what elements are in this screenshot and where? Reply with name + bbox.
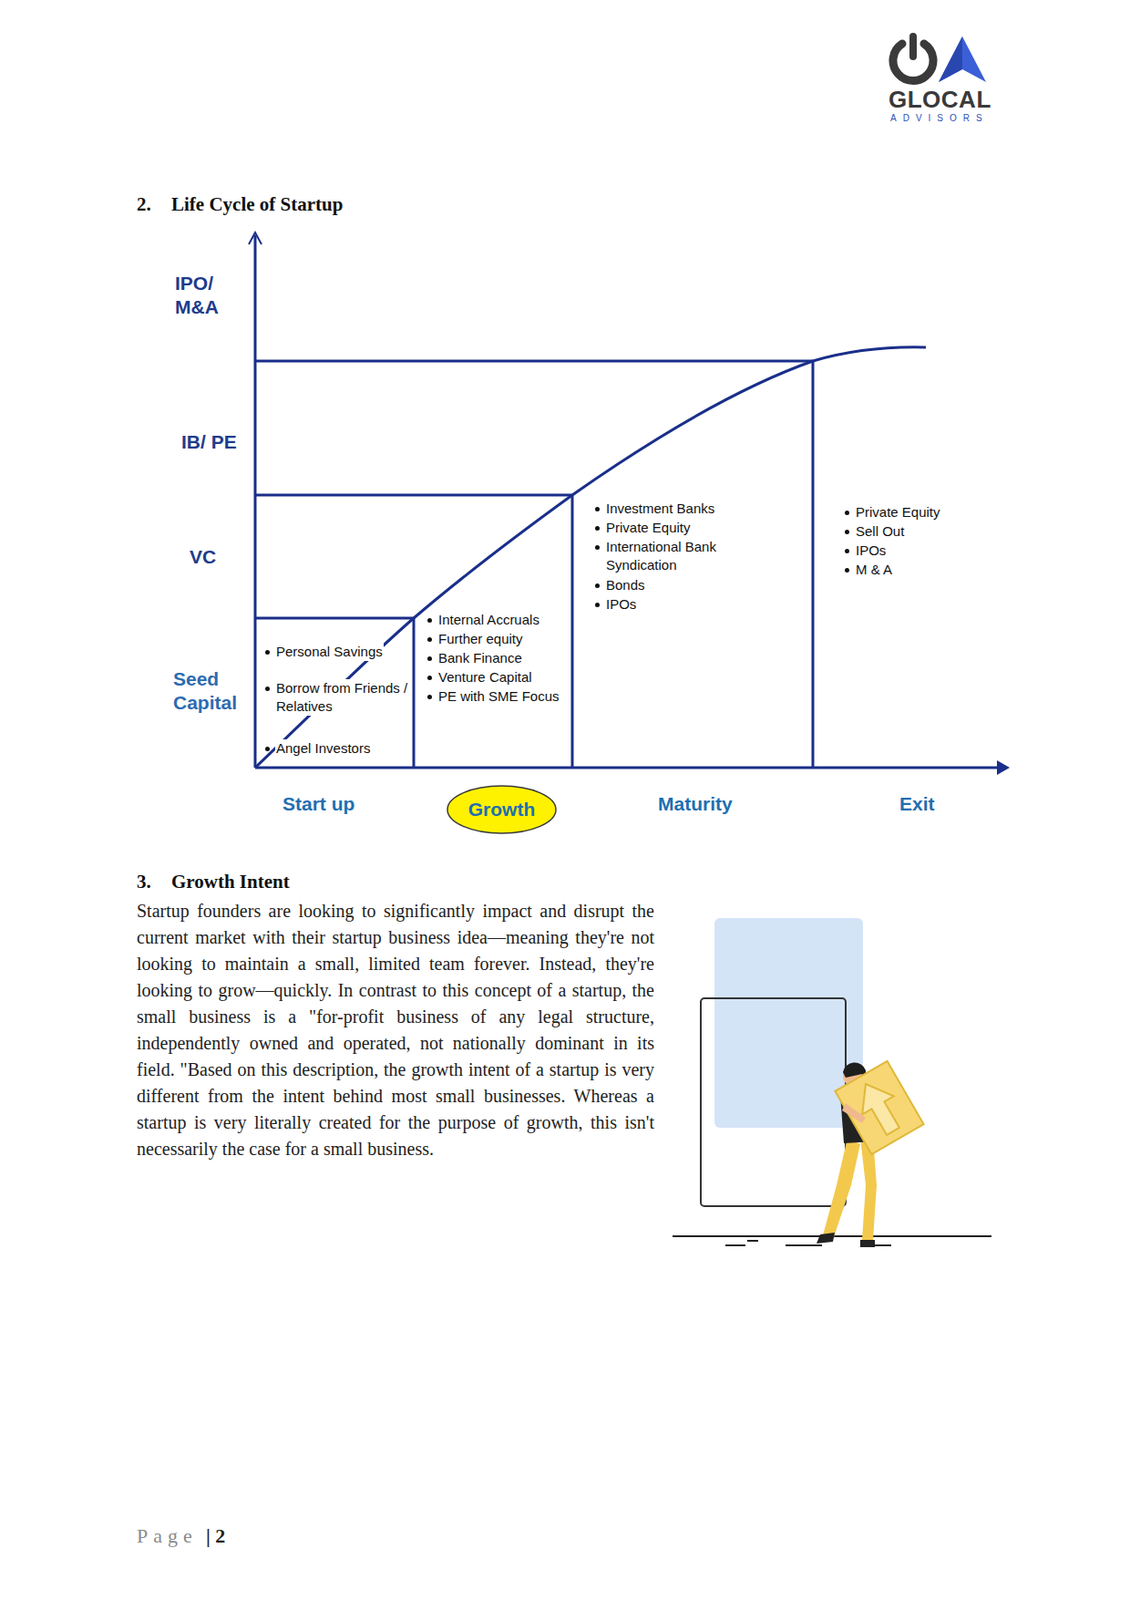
bullet-dot bbox=[427, 636, 432, 642]
list-item: Investment Banks bbox=[605, 499, 716, 518]
bullet-dot bbox=[595, 544, 600, 550]
list-item: International Bank Syndication bbox=[605, 537, 744, 575]
bullet-dot bbox=[427, 675, 432, 680]
stage-label: Maturity bbox=[657, 792, 733, 815]
logo-wordmark: GLOCAL bbox=[888, 85, 992, 114]
bullet-dot bbox=[265, 649, 270, 655]
list-item: Sell Out bbox=[854, 522, 905, 541]
list-item: IPOs bbox=[854, 541, 887, 560]
stage-label: Start up bbox=[282, 792, 355, 815]
stage-label: Exit bbox=[899, 792, 935, 815]
section-heading: Life Cycle of Startup bbox=[171, 193, 343, 216]
logo-mark bbox=[893, 36, 987, 83]
list-item: PE with SME Focus bbox=[437, 687, 561, 706]
bullet-dot bbox=[844, 510, 850, 515]
bullet-dot bbox=[595, 583, 600, 588]
axis-label: IPO/ M&A bbox=[174, 271, 232, 319]
bullet-dot bbox=[595, 525, 600, 531]
list-item: Private Equity bbox=[854, 503, 942, 522]
list-item: IPOs bbox=[605, 595, 637, 614]
bullet-dot bbox=[427, 656, 432, 661]
list-item: Venture Capital bbox=[437, 667, 534, 687]
page-label: Page bbox=[136, 1523, 198, 1548]
list-item: Angel Investors bbox=[275, 739, 371, 758]
section-number: 3. bbox=[136, 870, 152, 894]
illustration bbox=[672, 917, 992, 1247]
axis-label: VC bbox=[189, 544, 216, 569]
axis-label: IB/ PE bbox=[181, 430, 237, 454]
page-number: | 2 bbox=[205, 1523, 226, 1548]
bullet-dot bbox=[595, 602, 600, 607]
bullet-dot bbox=[265, 686, 270, 691]
list-item: Bank Finance bbox=[437, 648, 524, 668]
list-item: Bonds bbox=[605, 575, 647, 595]
section-number: 2. bbox=[136, 193, 152, 216]
bullet-dot bbox=[844, 529, 850, 535]
body-paragraph: Startup founders are looking to signific… bbox=[136, 897, 655, 1162]
section-heading: Growth Intent bbox=[171, 870, 290, 894]
bullet-dot bbox=[844, 567, 850, 573]
bullet-dot bbox=[595, 506, 600, 512]
bullet-dot bbox=[427, 694, 432, 699]
stage-ellipse: Growth bbox=[446, 784, 557, 834]
axis-label: Seed Capital bbox=[173, 667, 250, 715]
axis-arrowhead bbox=[996, 760, 1010, 775]
list-item: Borrow from Friends / Relatives bbox=[275, 678, 412, 716]
list-item: Personal Savings bbox=[275, 642, 384, 661]
list-item: M & A bbox=[854, 560, 894, 579]
logo-subtitle: ADVISORS bbox=[890, 113, 989, 124]
bullet-dot bbox=[265, 746, 270, 751]
list-item: Private Equity bbox=[605, 518, 692, 537]
list-item: Internal Accruals bbox=[437, 610, 541, 629]
bullet-dot bbox=[844, 548, 850, 554]
bullet-dot bbox=[427, 617, 432, 623]
chart-lines bbox=[248, 232, 1003, 768]
list-item: Further equity bbox=[437, 629, 524, 648]
stage-label: Growth bbox=[468, 798, 536, 821]
